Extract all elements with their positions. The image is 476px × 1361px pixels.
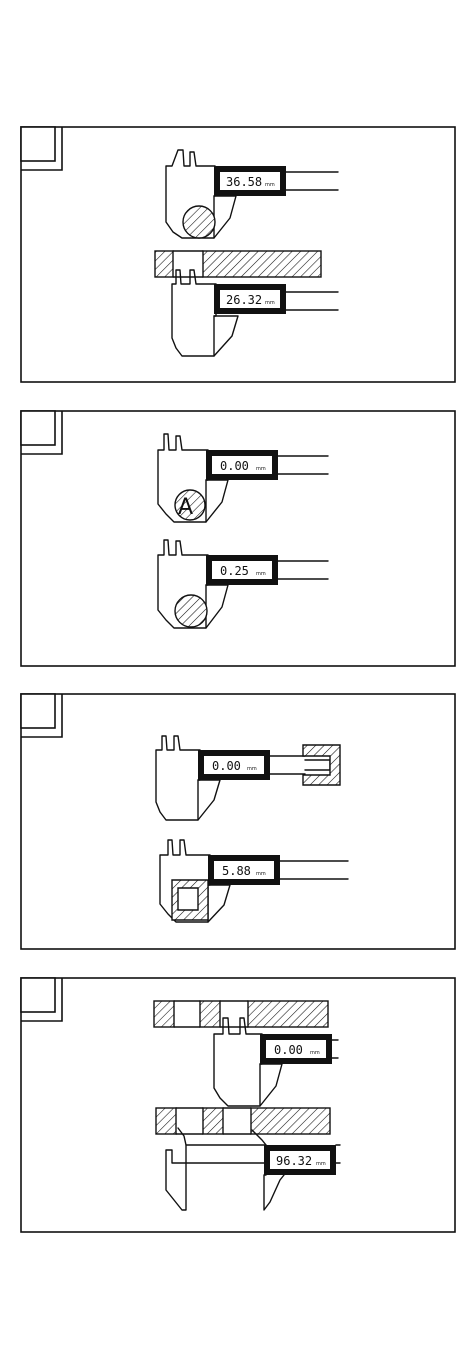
- round-workpiece: [183, 206, 215, 238]
- display-reading: 0.25: [220, 564, 249, 578]
- caliper-step-distance: 96.32 mm: [166, 1128, 340, 1210]
- panel-4-step-box: [21, 978, 55, 1012]
- display-unit: mm: [265, 182, 275, 188]
- part-block-3: [248, 1001, 328, 1027]
- display-unit: mm: [256, 871, 266, 877]
- caliper-sliding-jaw: [208, 885, 230, 922]
- display-unit: mm: [256, 571, 266, 577]
- panel-3-border: [21, 694, 455, 949]
- caliper-zero-setting: A 0.00 mm: [158, 434, 328, 522]
- display-reading: 0.00: [212, 759, 241, 773]
- caliper-sliding-jaw: [206, 480, 228, 522]
- panel-2-step-box: [21, 411, 55, 445]
- display-unit: mm: [247, 766, 257, 772]
- caliper-measure-object: 0.25 mm: [158, 540, 328, 628]
- part-block-3: [251, 1108, 330, 1134]
- object-label: A: [178, 495, 193, 520]
- bore-workpiece: [303, 745, 340, 785]
- measured-workpiece: [175, 595, 207, 627]
- display-reading: 0.00: [220, 459, 249, 473]
- display-unit: mm: [256, 466, 266, 472]
- display-reading: 5.88: [222, 864, 251, 878]
- caliper-fixed-jaw: [156, 736, 200, 820]
- display-unit: mm: [310, 1050, 320, 1056]
- display-unit: mm: [265, 300, 275, 306]
- display-reading: 0.00: [274, 1043, 303, 1057]
- caliper-outside-measure: 36.58 mm: [166, 150, 338, 238]
- part-block-2: [203, 1108, 223, 1134]
- caliper-fixed-jaw: [172, 270, 216, 356]
- workpiece-left-block: [155, 251, 173, 277]
- display-unit: mm: [316, 1161, 326, 1167]
- hollow-workpiece: [172, 880, 208, 920]
- panel-2: A 0.00 mm 0.25 mm: [21, 411, 455, 666]
- display-reading: 36.58: [226, 175, 262, 189]
- panel-1: 36.58 mm 26.32 mm: [21, 127, 455, 382]
- panel-3: 0.00 mm 5.88 mm: [21, 694, 455, 949]
- caliper-inside-measure: 5.88 mm: [160, 840, 348, 922]
- caliper-step-measure: 26.32 mm: [172, 270, 338, 356]
- stepped-part-top: [154, 1001, 328, 1027]
- panel-1-step-box: [21, 127, 55, 161]
- panel-4: 0.00 mm 96.32 mm: [21, 978, 455, 1232]
- panel-2-border: [21, 411, 455, 666]
- caliper-sliding-jaw: [206, 585, 228, 628]
- part-block-2: [200, 1001, 220, 1027]
- caliper-step-zero: 0.00 mm: [214, 1018, 338, 1106]
- caliper-sliding-jaw: [260, 1064, 282, 1106]
- stepped-part-bottom: [156, 1108, 330, 1134]
- depth-rod: [305, 760, 330, 770]
- display-reading: 26.32: [226, 293, 262, 307]
- panel-4-border: [21, 978, 455, 1232]
- caliper-fixed-jaw: [166, 1128, 186, 1210]
- caliper-sliding-jaw: [198, 780, 220, 820]
- part-block-1: [154, 1001, 174, 1027]
- caliper-depth-measure: 0.00 mm: [156, 736, 340, 820]
- workpiece-gap: [173, 251, 203, 277]
- workpiece-right-block: [203, 251, 321, 277]
- caliper-fixed-jaw: [214, 1018, 262, 1106]
- part-block-1: [156, 1108, 176, 1134]
- panel-3-step-box: [21, 694, 55, 728]
- caliper-sliding-jaw: [214, 316, 238, 356]
- display-reading: 96.32: [276, 1154, 312, 1168]
- caliper-sliding-jaw: [214, 196, 236, 238]
